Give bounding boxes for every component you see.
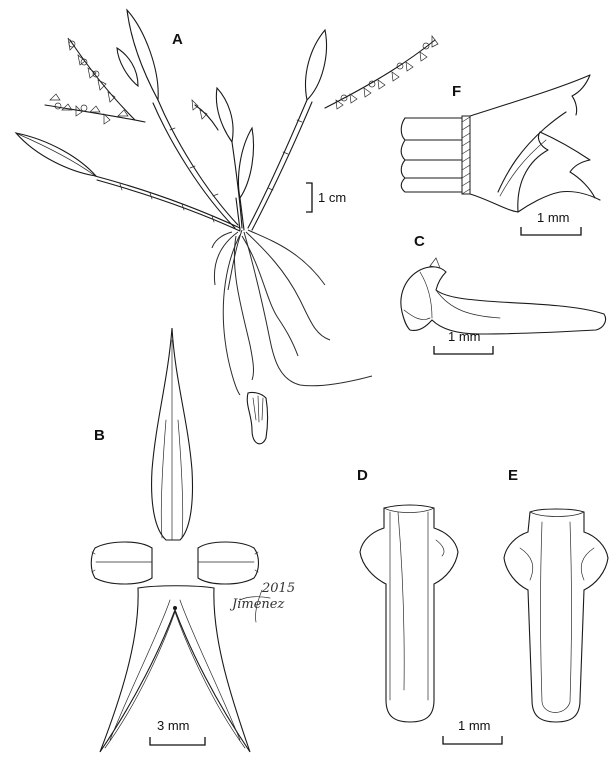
stem-nodes xyxy=(119,119,303,223)
scale-bar-lip-lateral: 1 mm xyxy=(433,329,494,355)
synsepal xyxy=(99,585,251,753)
petal-left xyxy=(90,541,153,585)
panel-label-b: B xyxy=(94,427,105,444)
leaf-small-left xyxy=(116,46,139,88)
leaf-far-left xyxy=(14,132,98,177)
artist-signature: Jimenez 2015 xyxy=(229,581,295,623)
petal-right xyxy=(197,541,260,585)
panel-f-column-detail: F 1 mm xyxy=(400,74,601,236)
panel-label-d: D xyxy=(357,467,368,484)
lip-d-outline xyxy=(359,504,459,723)
leaf-upper-right xyxy=(304,28,328,102)
scale-bar-habit-label: 1 cm xyxy=(318,190,346,205)
panel-label-c: C xyxy=(414,233,425,250)
panel-a-habit: A xyxy=(14,8,439,445)
scale-bar-lip-front-label: 1 mm xyxy=(458,718,491,733)
panel-label-e: E xyxy=(508,467,518,484)
lip-e-outline xyxy=(503,508,609,723)
scale-bar-column-detail-label: 1 mm xyxy=(537,210,570,225)
scale-bar-flower-label: 3 mm xyxy=(157,718,190,733)
stem-left-raceme xyxy=(157,99,239,226)
raceme-right xyxy=(324,34,439,110)
stem-far-left xyxy=(94,175,241,229)
leaf-mid xyxy=(215,86,234,144)
stem-center xyxy=(239,197,245,231)
panel-b-flower: B Jimenez 2015 3 mm xyxy=(90,327,295,753)
lip-sketch-small xyxy=(246,391,269,445)
lip-lateral-outline xyxy=(400,266,607,335)
scale-bar-lip-lateral-label: 1 mm xyxy=(448,329,481,344)
panel-label-a: A xyxy=(172,31,183,48)
raceme-mid xyxy=(191,99,219,131)
scale-bar-habit: 1 cm xyxy=(306,182,346,213)
panel-d-lip-adaxial: D xyxy=(357,467,459,723)
panel-e-lip-abaxial: E 1 mm xyxy=(442,467,609,745)
leaf-center xyxy=(237,126,255,200)
scale-bar-column-detail: 1 mm xyxy=(520,210,582,236)
signature-name: Jimenez xyxy=(229,597,284,612)
panel-label-f: F xyxy=(452,83,461,100)
root-system xyxy=(211,229,373,396)
panel-c-lip-lateral: C 1 mm xyxy=(400,233,607,355)
stem-right xyxy=(247,99,308,229)
leaf-upper-left xyxy=(126,8,159,102)
scale-bar-flower: 3 mm xyxy=(149,718,206,746)
signature-year: 2015 xyxy=(261,581,295,596)
scale-bar-lip-front: 1 mm xyxy=(442,718,503,745)
raceme-left xyxy=(44,37,146,125)
